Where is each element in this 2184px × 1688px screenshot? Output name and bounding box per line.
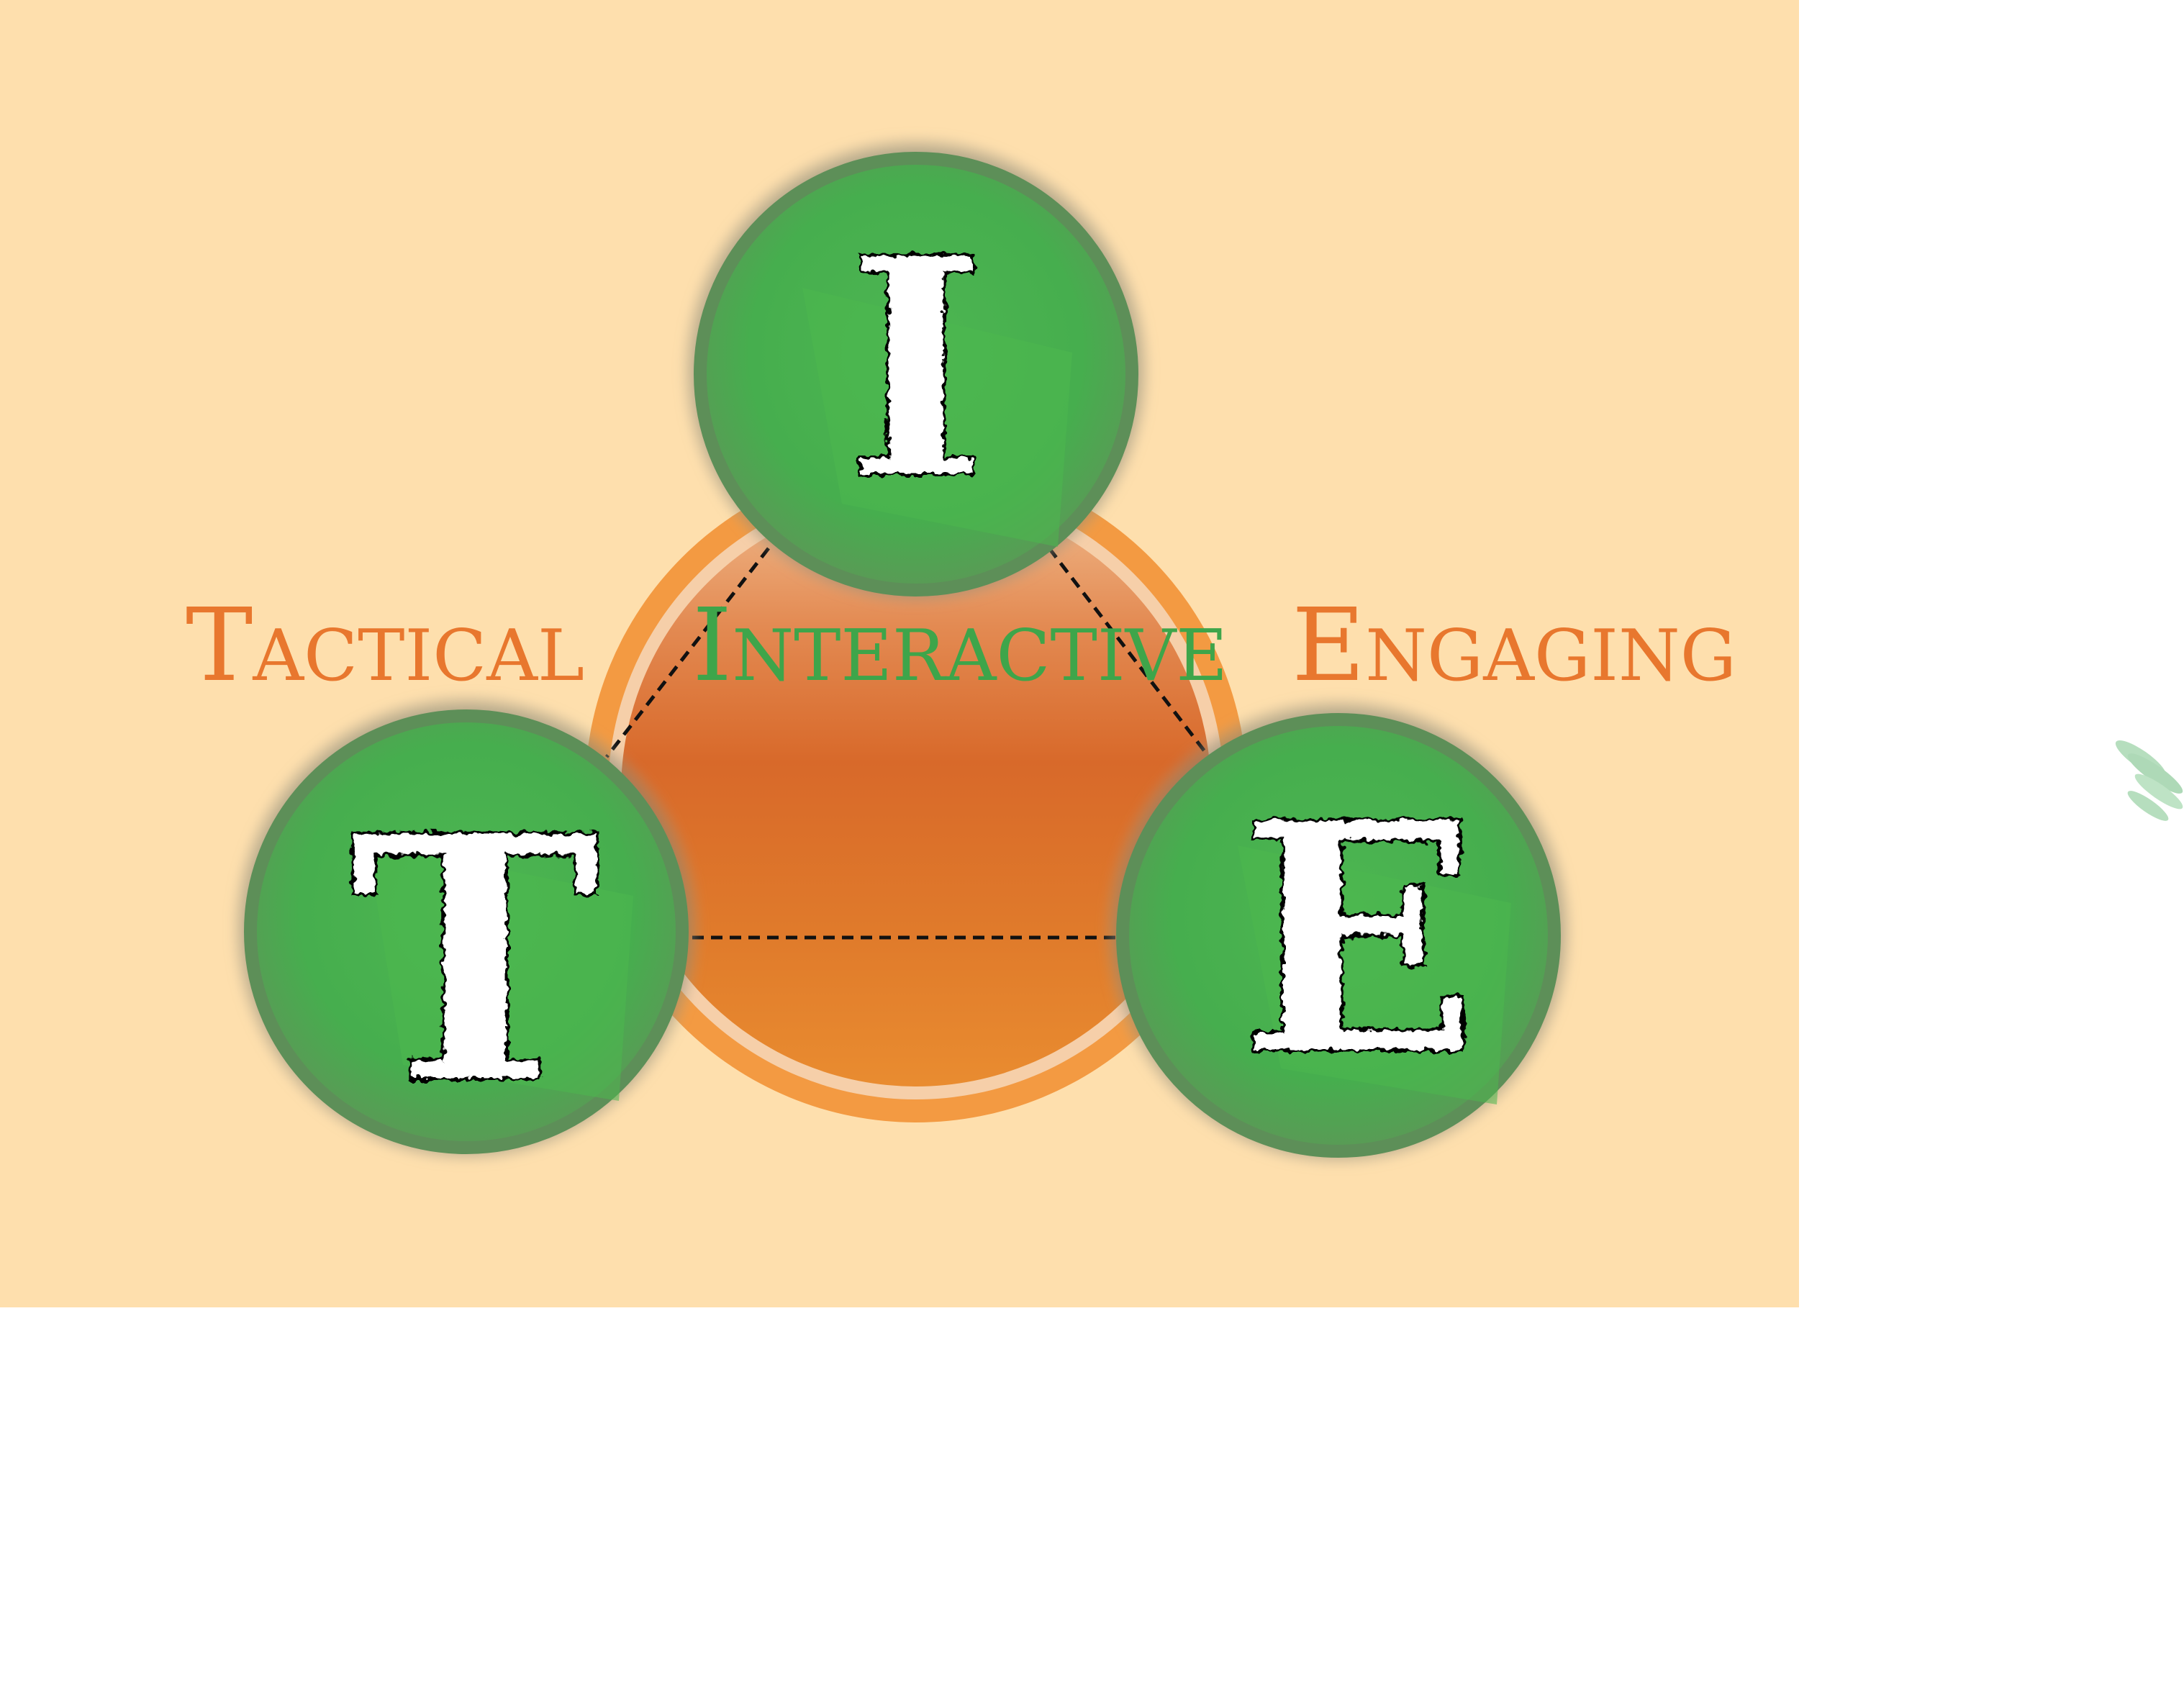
label-tactical-initial: T <box>186 587 253 704</box>
label-tactical-rest: ACTICAL <box>252 615 584 697</box>
stray-brush-stroke <box>2127 791 2169 821</box>
label-interactive: INTERACTIVE <box>692 587 1228 704</box>
connector-lines <box>605 547 1218 940</box>
stray-brush-stroke <box>2134 773 2183 809</box>
label-engaging: ENGAGING <box>1292 587 1736 704</box>
badge-right-sheen <box>1238 845 1511 1104</box>
connector-top-right <box>1048 547 1218 768</box>
badge-top: I <box>679 133 1154 608</box>
label-interactive-initial: I <box>692 587 732 704</box>
stray-brush-mark <box>2115 740 2183 821</box>
label-interactive-rest: NTERACTIVE <box>732 615 1228 697</box>
badge-top-letter: I <box>846 192 987 547</box>
badge-left-sheen <box>367 842 633 1101</box>
label-engaging-initial: E <box>1292 587 1365 704</box>
badge-right-letter: E <box>1238 753 1479 1125</box>
badge-left: T <box>229 691 704 1166</box>
stray-brush-stroke <box>2127 753 2183 794</box>
label-tactical: TACTICAL <box>186 587 584 704</box>
badge-left-letter: T <box>349 762 601 1159</box>
badge-right: E <box>1101 694 1576 1169</box>
badge-top-sheen <box>802 288 1072 547</box>
label-engaging-rest: NGAGING <box>1365 615 1736 697</box>
connector-top-left <box>605 547 770 758</box>
